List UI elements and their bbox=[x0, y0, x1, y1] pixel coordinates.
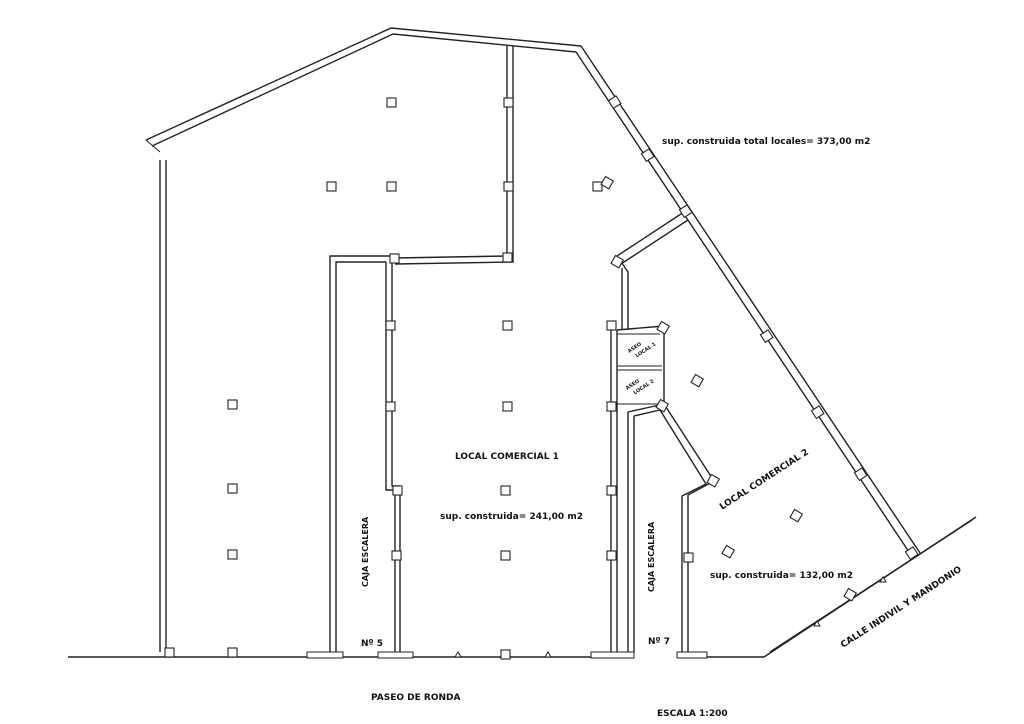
column bbox=[606, 485, 617, 496]
wall-base bbox=[590, 651, 635, 659]
local1-area: sup. construida= 241,00 m2 bbox=[440, 512, 583, 522]
wall-base bbox=[306, 651, 344, 659]
column bbox=[227, 549, 238, 560]
facade-marker bbox=[813, 620, 821, 627]
facade-marker bbox=[544, 651, 552, 658]
labels: sup. construida total locales= 373,00 m2… bbox=[361, 137, 964, 719]
column bbox=[385, 320, 396, 331]
north-wall-inner bbox=[151, 33, 914, 559]
column bbox=[592, 181, 603, 192]
facade-marker bbox=[879, 576, 887, 583]
stair-right-right-wall bbox=[627, 403, 715, 652]
left-corner bbox=[145, 139, 161, 153]
local2-area: sup. construida= 132,00 m2 bbox=[710, 571, 853, 581]
stair-left-inner bbox=[335, 261, 386, 652]
local2-top-wall bbox=[616, 211, 685, 257]
column bbox=[326, 181, 337, 192]
interior-wall-top-inner bbox=[394, 46, 514, 265]
stair-left-outer bbox=[329, 255, 395, 652]
column bbox=[389, 253, 400, 264]
column bbox=[721, 544, 736, 559]
column bbox=[610, 254, 625, 269]
column bbox=[227, 647, 238, 658]
street-front-label: PASEO DE RONDA bbox=[371, 693, 460, 703]
column bbox=[853, 467, 868, 482]
number-7-label: Nº 7 bbox=[648, 637, 670, 647]
column bbox=[503, 97, 514, 108]
column bbox=[843, 587, 858, 602]
column bbox=[386, 181, 397, 192]
column bbox=[227, 483, 238, 494]
column bbox=[690, 373, 705, 388]
column bbox=[606, 550, 617, 561]
column bbox=[606, 320, 617, 331]
column bbox=[904, 546, 919, 561]
stair-right-label: CAJA ESCALERA bbox=[647, 521, 656, 592]
interior-wall-top bbox=[394, 46, 508, 259]
aseo-local2-label: ASEO LOCAL 2 bbox=[625, 378, 656, 396]
scale-label: ESCALA 1:200 bbox=[657, 709, 728, 719]
column bbox=[706, 473, 721, 488]
column bbox=[386, 97, 397, 108]
column bbox=[640, 148, 655, 163]
facade-marker bbox=[454, 651, 462, 658]
stair-right-right-wall-inner bbox=[633, 409, 707, 652]
column bbox=[502, 401, 513, 412]
wall-base bbox=[377, 651, 414, 659]
column bbox=[759, 329, 774, 344]
facade-bases bbox=[306, 576, 887, 659]
local2-name: LOCAL COMERCIAL 2 bbox=[718, 448, 811, 513]
local1-name: LOCAL COMERCIAL 1 bbox=[455, 452, 559, 462]
column bbox=[678, 204, 693, 219]
street-side-label: CALLE INDIVIL Y MANDONIO bbox=[839, 565, 964, 651]
column bbox=[607, 95, 622, 110]
column bbox=[503, 181, 514, 192]
column bbox=[656, 320, 671, 335]
interior-walls bbox=[329, 46, 715, 652]
north-wall bbox=[145, 27, 921, 554]
side-street-inner bbox=[769, 519, 973, 653]
column bbox=[600, 175, 615, 190]
column bbox=[500, 649, 511, 660]
stair-left-right-wall bbox=[385, 262, 396, 652]
local2-top-wall-inner bbox=[620, 219, 689, 265]
column bbox=[606, 401, 617, 412]
column bbox=[502, 252, 513, 263]
aseo-local1-label: ASEO LOCAL 1 bbox=[627, 341, 658, 359]
number-5-label: Nº 5 bbox=[361, 639, 383, 649]
column bbox=[385, 401, 396, 412]
column bbox=[683, 552, 694, 563]
wall-base bbox=[676, 651, 708, 659]
column bbox=[164, 647, 175, 658]
columns bbox=[164, 95, 919, 660]
stair-left-label: CAJA ESCALERA bbox=[361, 516, 370, 587]
column bbox=[655, 398, 670, 413]
outer-walls bbox=[68, 27, 977, 658]
column bbox=[500, 485, 511, 496]
column bbox=[392, 485, 403, 496]
column bbox=[500, 550, 511, 561]
column bbox=[810, 405, 825, 420]
column bbox=[789, 508, 804, 523]
total-area-label: sup. construida total locales= 373,00 m2 bbox=[662, 137, 870, 147]
column bbox=[227, 399, 238, 410]
column bbox=[502, 320, 513, 331]
column bbox=[391, 550, 402, 561]
